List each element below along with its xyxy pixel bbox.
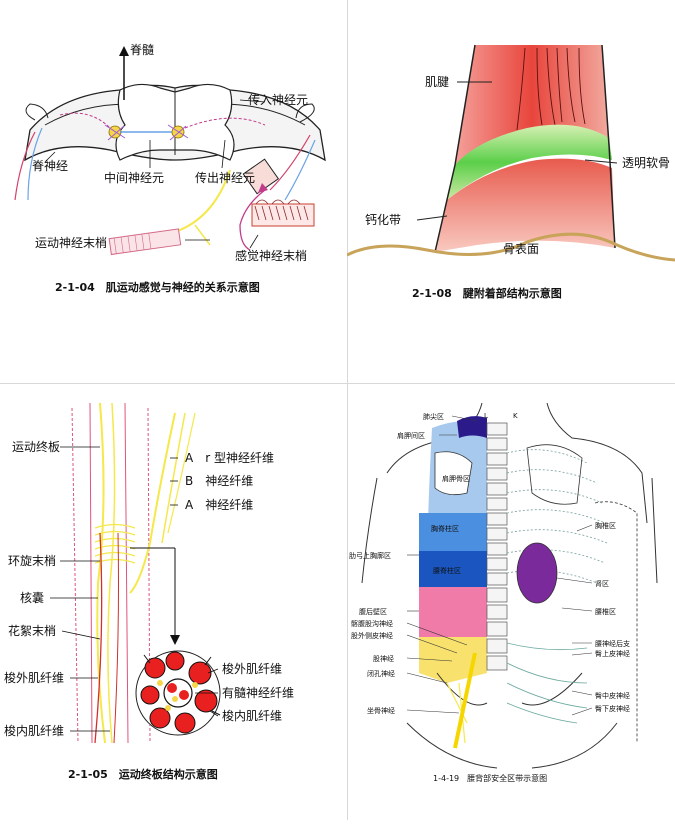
- panel-divider-horizontal: [0, 383, 675, 384]
- label-flower-spray-ending: 花絮末梢: [8, 623, 56, 638]
- caption-panel-3: 2-1-05 运动终板结构示意图: [68, 767, 218, 781]
- marker-k: K: [513, 412, 518, 420]
- label-middle-cluneal-nerve: 臀中皮神经: [595, 691, 630, 700]
- label-hyaline-cartilage: 透明软骨: [622, 156, 670, 170]
- label-iliohypogastric-nerve: 髂腹股沟神经: [351, 619, 393, 628]
- label-nuclear-bag: 核囊: [20, 590, 44, 605]
- label-costal-zone: 肋弓上胸廓区: [349, 551, 391, 560]
- panel-tendon-diagram: 肌腱 透明软骨 钙化带 骨表面 2-1-08 腱附着部结构示意图: [346, 0, 675, 383]
- label-lumbar-vertebra-zone: 腰椎区: [595, 607, 616, 616]
- label-spinal-cord: 脊髓: [130, 43, 154, 57]
- label-spinal-nerve: 脊神经: [32, 159, 68, 173]
- label-efferent-neuron: 传出神经元: [195, 170, 255, 185]
- label-interneuron: 中间神经元: [104, 170, 164, 185]
- label-lumbar-zone: 腰脊柱区: [433, 566, 461, 575]
- label-annulospiral-ending: 环旋末梢: [8, 553, 56, 568]
- panel-motor-endplate-diagram: 运动终板 A r 型神经纤维 B 神经纤维 A 神经纤维 环旋末梢 核囊 花絮末…: [0, 383, 347, 820]
- panel-back-zones-diagram: L K 肺尖区 肩胛间区 肩胛骨区 胸脊柱区 腰脊柱区 肋弓上胸廓区 腹后壁区 …: [347, 383, 675, 820]
- label-intrafusal-fiber-left: 梭内肌纤维: [4, 723, 64, 738]
- panel-spinal-cord-diagram: 脊髓 传入神经元 脊神经 中间神经元 传出神经元 运动神经末梢 感觉神经末梢 2…: [0, 0, 347, 383]
- back-zones-illustration: L K 肺尖区 肩胛间区 肩胛骨区 胸脊柱区 腰脊柱区 肋弓上胸廓区 腹后壁区 …: [349, 402, 658, 783]
- label-tendon: 肌腱: [425, 75, 449, 89]
- label-posterior-abdominal-zone: 腹后壁区: [359, 607, 387, 616]
- label-extrafusal-fiber-right: 梭外肌纤维: [222, 661, 282, 676]
- label-myelinated-fiber: 有髓神经纤维: [222, 686, 294, 700]
- label-bone-surface: 骨表面: [503, 242, 539, 256]
- label-kidney-zone: 肾区: [595, 579, 609, 588]
- cross-section: [135, 650, 221, 736]
- label-extrafusal-fiber-left: 梭外肌纤维: [4, 670, 64, 685]
- label-b-fiber: B 神经纤维: [185, 474, 253, 488]
- label-motor-ending: 运动神经末梢: [35, 235, 107, 250]
- label-scapula-zone: 肩胛骨区: [442, 474, 470, 483]
- label-sensory-ending: 感觉神经末梢: [235, 248, 307, 263]
- label-lateral-femoral-nerve: 股外侧皮神经: [351, 631, 393, 640]
- label-sciatic-nerve: 坐骨神经: [367, 706, 395, 715]
- label-thoracic-back-zone: 胸脊柱区: [431, 524, 459, 533]
- label-a-gamma-fiber: A r 型神经纤维: [185, 451, 274, 465]
- label-motor-endplate: 运动终板: [12, 439, 60, 454]
- spinal-cord-illustration: 脊髓 传入神经元 脊神经 中间神经元 传出神经元 运动神经末梢 感觉神经末梢 2…: [14, 43, 326, 294]
- motor-endplate-illustration: 运动终板 A r 型神经纤维 B 神经纤维 A 神经纤维 环旋末梢 核囊 花絮末…: [4, 402, 294, 781]
- panel-divider-vertical: [347, 0, 348, 820]
- marker-l: L: [484, 412, 488, 420]
- caption-panel-2: 2-1-08 腱附着部结构示意图: [412, 286, 562, 300]
- label-afferent-neuron: 传入神经元: [248, 92, 308, 107]
- label-obturator-nerve: 闭孔神经: [367, 669, 395, 678]
- label-a-fiber: A 神经纤维: [185, 498, 253, 512]
- label-femoral-nerve: 股神经: [373, 654, 394, 663]
- caption-panel-4: 1-4-19 腰背部安全区带示意图: [433, 773, 547, 783]
- label-interscapular-zone: 肩胛间区: [397, 431, 425, 440]
- caption-panel-1: 2-1-04 肌运动感觉与神经的关系示意图: [55, 280, 260, 294]
- label-intrafusal-fiber-right: 梭内肌纤维: [222, 708, 282, 723]
- label-apex-zone: 肺尖区: [423, 412, 444, 421]
- label-thoracic-vertebra-zone: 胸椎区: [595, 521, 616, 530]
- label-superior-cluneal-nerve: 臀上皮神经: [595, 649, 630, 658]
- label-lumbar-posterior-branch: 腰神经后支: [595, 639, 630, 648]
- label-inferior-cluneal-nerve: 臀下皮神经: [595, 704, 630, 713]
- tendon-illustration: 肌腱 透明软骨 钙化带 骨表面 2-1-08 腱附着部结构示意图: [346, 44, 675, 300]
- label-calcified-zone: 钙化带: [365, 213, 401, 227]
